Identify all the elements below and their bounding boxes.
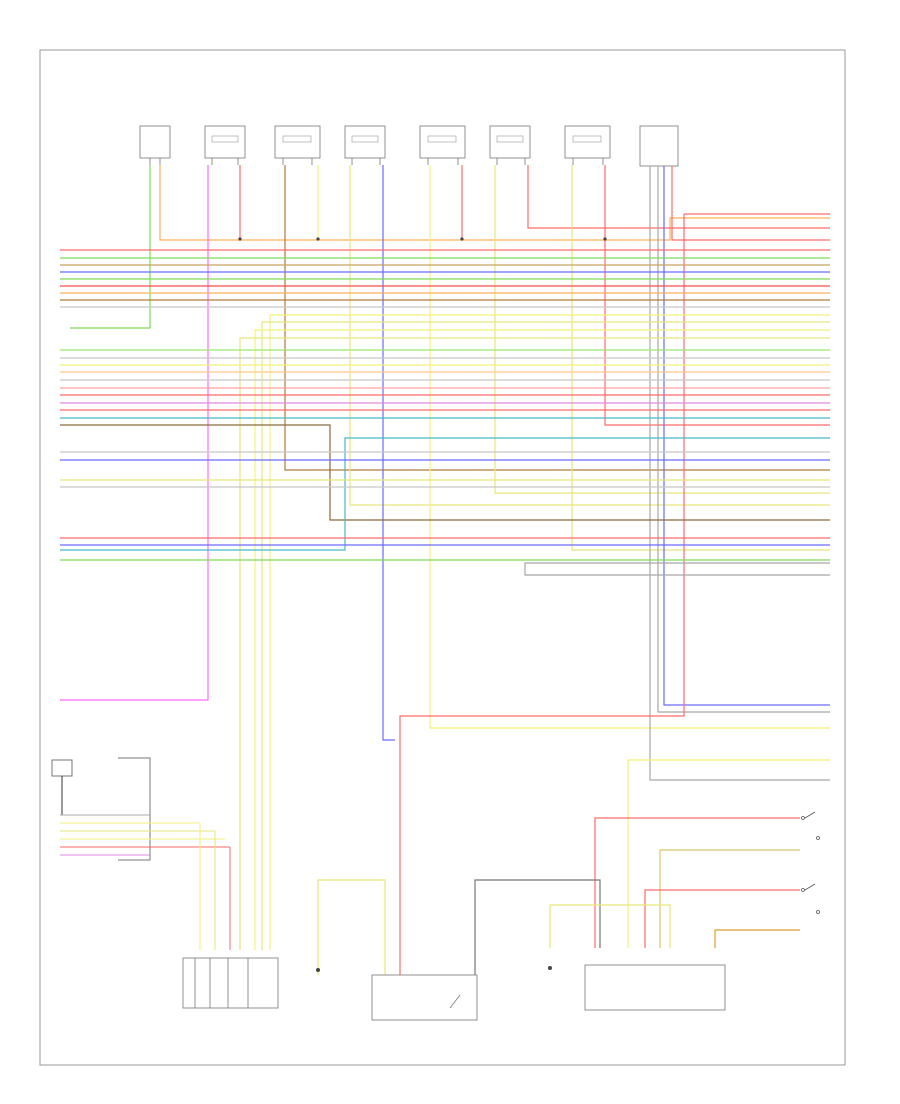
wire-yellow <box>494 165 830 494</box>
connector-dot <box>603 237 607 241</box>
fuel-pump-module-box <box>584 964 726 1011</box>
wire-yellow <box>627 759 830 948</box>
bus-yellow <box>269 314 830 950</box>
wire-gray <box>474 879 601 975</box>
component-connector <box>282 135 312 143</box>
bus-teal <box>60 437 830 551</box>
bottom-modules <box>182 957 726 1021</box>
wire-red <box>527 165 830 229</box>
wire-gray <box>649 166 830 781</box>
wire-red <box>644 889 800 948</box>
wire-violet <box>60 165 209 701</box>
connector-marks <box>238 237 607 972</box>
top-components <box>139 125 679 167</box>
right-lower-wires <box>317 759 830 975</box>
bus-gray <box>524 562 830 576</box>
wire-red <box>671 166 830 241</box>
component-connector <box>427 135 457 143</box>
wire-red <box>594 817 800 948</box>
sensor-bracket <box>118 757 151 861</box>
wire-blue <box>382 165 395 741</box>
bus-brown <box>60 424 830 521</box>
bus-yellow <box>239 337 830 950</box>
module-pins <box>194 958 461 1009</box>
fuel-pump-terminal <box>816 836 820 840</box>
component-connector <box>211 135 239 143</box>
bus-yellow <box>261 321 830 950</box>
component-connector <box>351 135 379 143</box>
component-box-8 <box>639 125 679 167</box>
connector-dot <box>316 237 320 241</box>
component-connector <box>572 135 602 143</box>
wire-yellow <box>659 849 800 948</box>
relay-module-box <box>371 974 478 1021</box>
wire-green <box>70 165 151 329</box>
relay-switch <box>449 994 461 1009</box>
wire-brown <box>284 165 830 471</box>
wire-yellow <box>349 165 830 506</box>
ground-dot <box>316 968 320 972</box>
wire-yellow <box>549 904 671 948</box>
connector-dot <box>460 237 464 241</box>
wire-blue <box>663 166 830 706</box>
wire-yellow <box>429 165 830 729</box>
component-box-1 <box>139 125 171 159</box>
component-connectors <box>211 135 602 143</box>
connector-dot <box>238 237 242 241</box>
wire-red <box>604 165 830 426</box>
left-sensor <box>51 757 231 950</box>
component-connector <box>496 135 524 143</box>
fuel-pump-terminal <box>801 816 805 820</box>
component-stubs <box>149 158 604 165</box>
wire-red <box>399 214 685 975</box>
bus-wires <box>60 249 830 950</box>
ground-dot <box>548 966 552 970</box>
fuel-pump-switches <box>801 811 820 914</box>
transfer-pump-terminal <box>801 888 805 892</box>
wire-orange <box>159 165 830 241</box>
bus-yellow <box>254 329 830 950</box>
transfer-pump-terminal <box>816 910 820 914</box>
wire-orange <box>714 929 800 948</box>
diagram-border <box>39 49 846 1066</box>
fuel-pump-switch <box>804 811 816 819</box>
transfer-pump-switch <box>804 883 816 891</box>
throttle-module-box <box>182 957 279 1009</box>
wire-gray <box>657 166 830 713</box>
sensor-wire-black <box>61 776 110 816</box>
wire-yellow <box>317 879 386 975</box>
sensor-box <box>51 759 73 777</box>
